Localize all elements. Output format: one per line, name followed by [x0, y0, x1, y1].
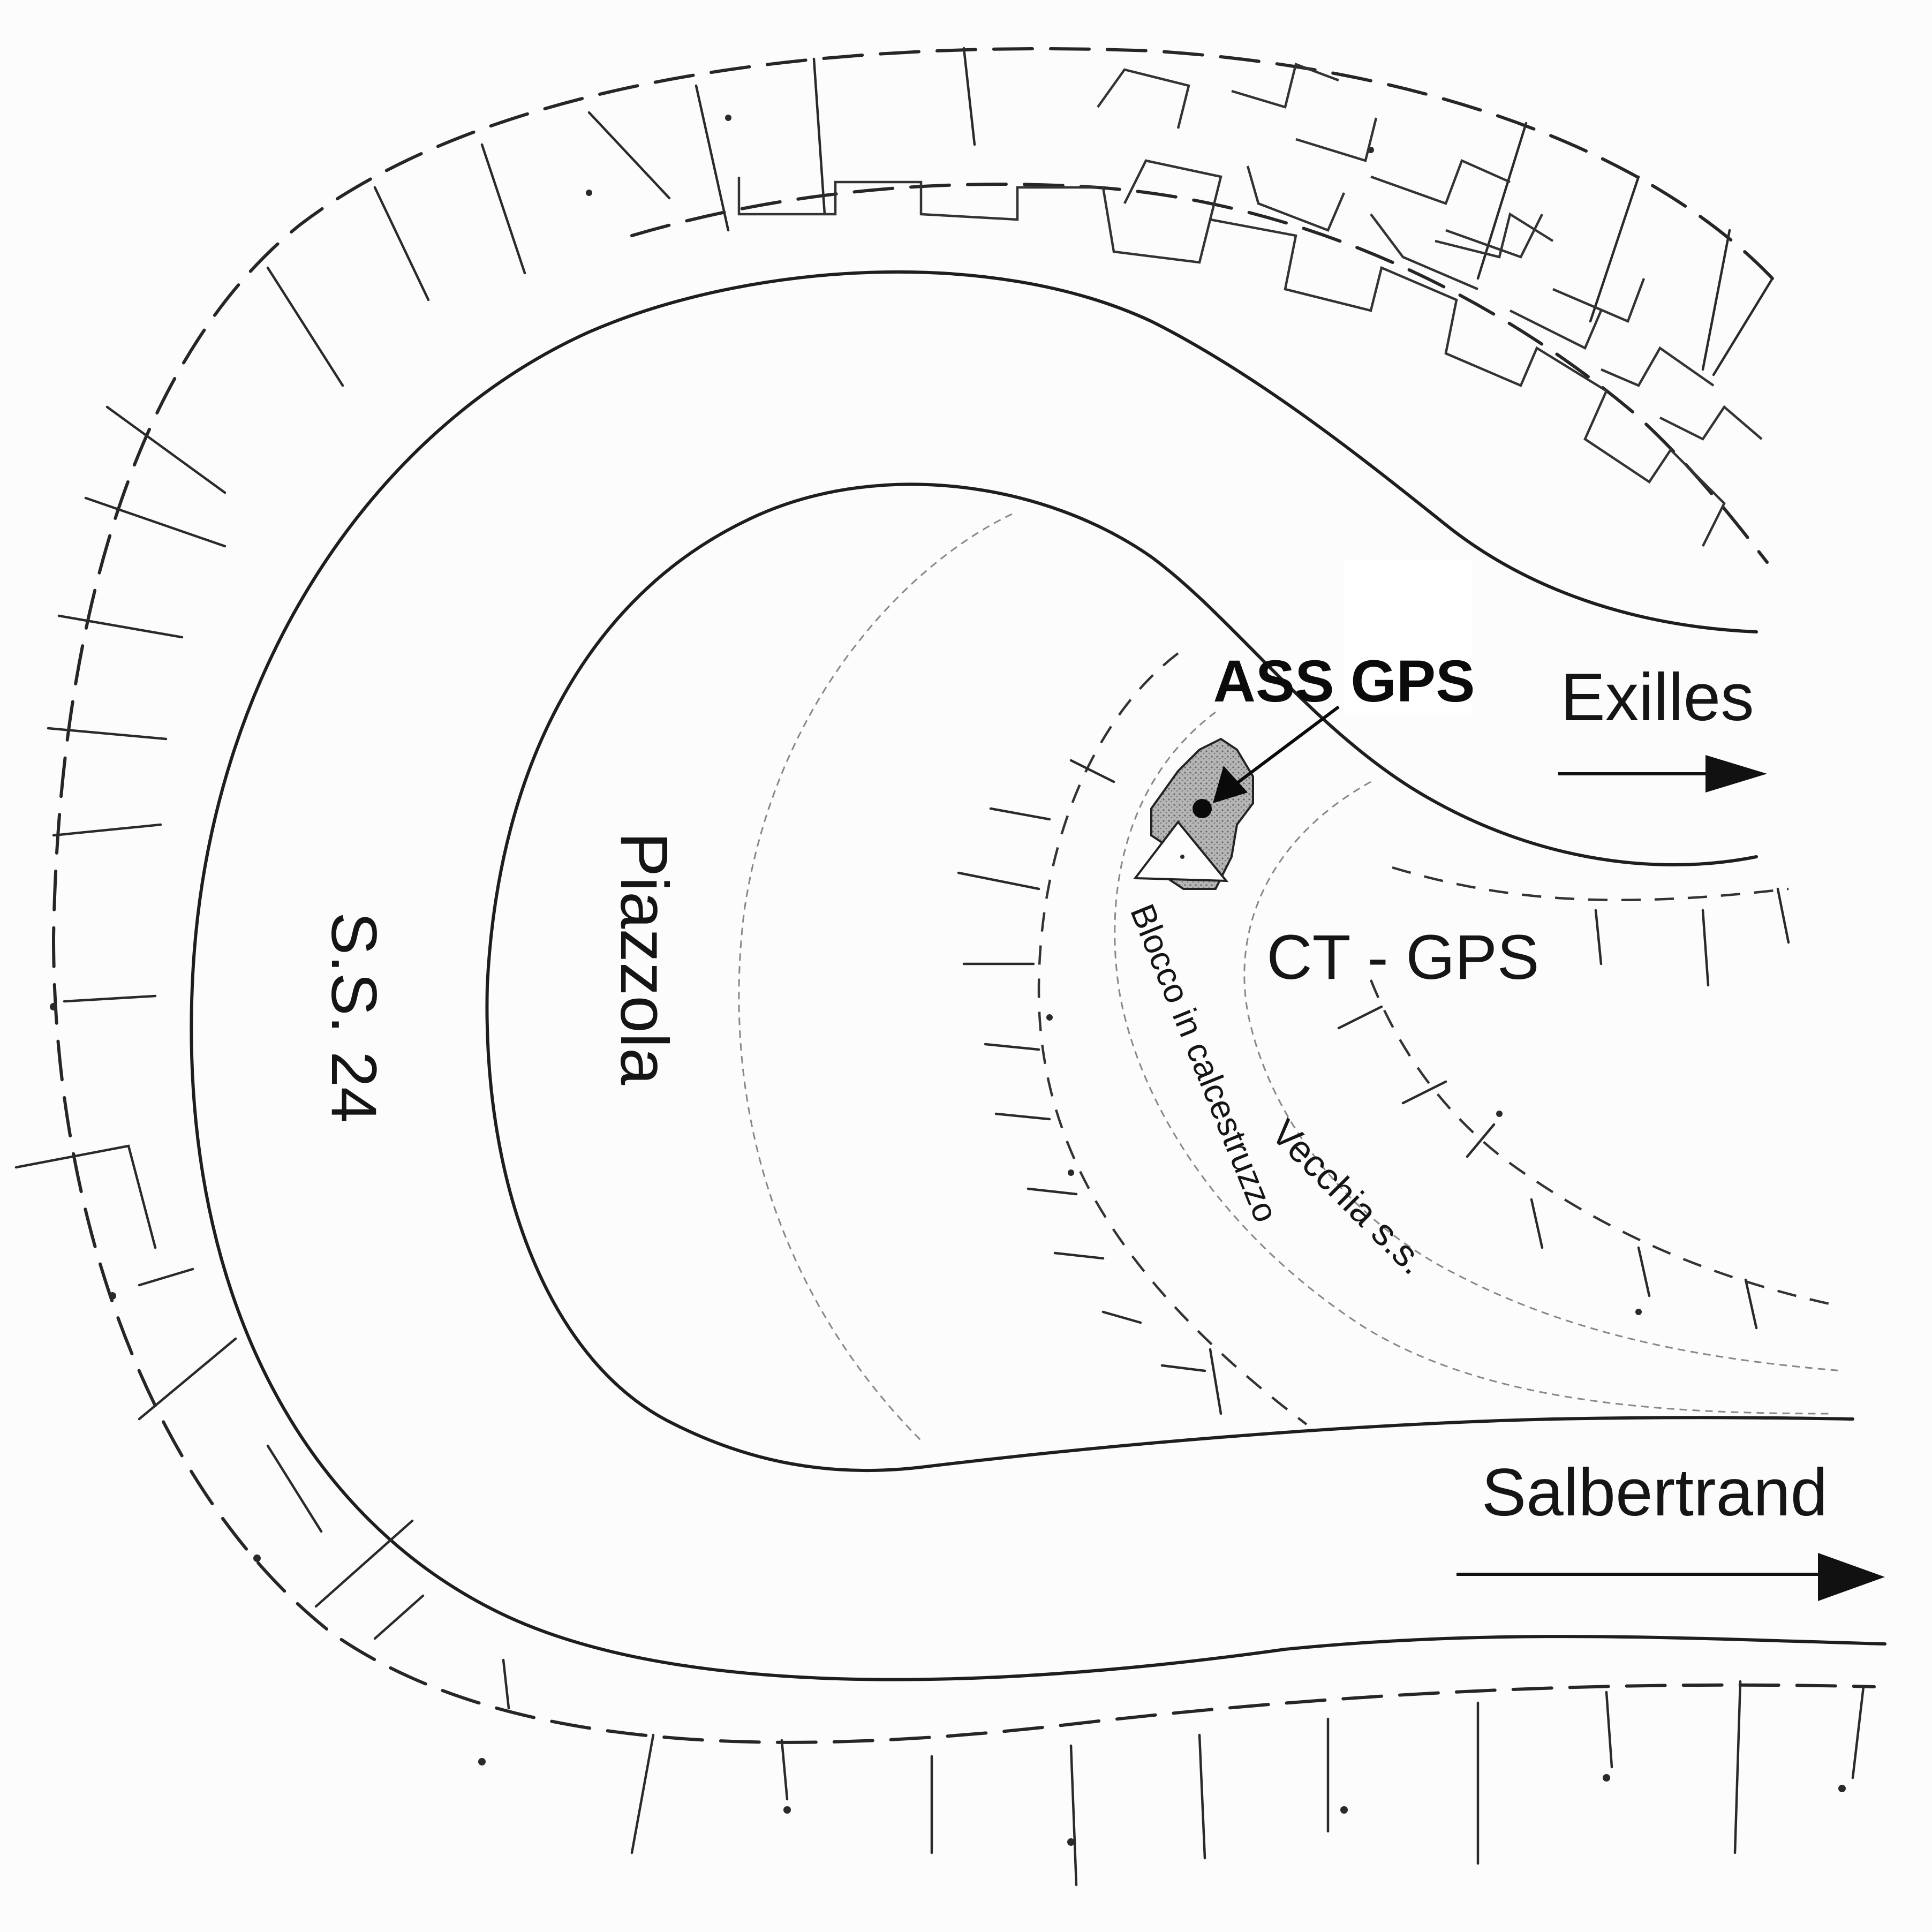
gps-ass-label: ASS GPS [1213, 648, 1475, 714]
outer-hachures [14, 47, 1865, 1886]
gps-pointer-line [1231, 705, 1340, 789]
old-road-line-1 [738, 513, 1013, 1442]
ct-triangle-icon [1133, 820, 1229, 882]
inner-hachures [957, 759, 1790, 1415]
gps-pointer-arrowhead-icon [1213, 766, 1248, 803]
edge-dots [50, 115, 1846, 1846]
road-outer-line [190, 270, 1886, 1681]
gps-ct-label: CT - GPS [1266, 922, 1539, 993]
arrow-right-icon-exilles [1558, 755, 1767, 793]
old-road-bank-edge [1369, 979, 1843, 1308]
main-road-label: S.S. 24 [318, 912, 390, 1123]
outer-road-edge [51, 47, 1876, 1744]
ct-point-dot [1180, 855, 1184, 859]
old-road-label: Vecchia s.s. [1263, 1111, 1434, 1282]
old-road-line-2 [1114, 711, 1832, 1415]
old-road-line-3 [1243, 781, 1843, 1372]
square-inner-line [485, 482, 1758, 1473]
upper-wall-edge [630, 183, 1769, 564]
town-salbertrand-label: Salbertrand [1482, 1455, 1828, 1530]
upper-right-bank-edge [1392, 866, 1789, 902]
wall-bricks [737, 63, 1763, 547]
square-lower-line [919, 1416, 1854, 1469]
gps-label-backdrop [1344, 560, 1473, 715]
arrow-right-icon-salbertrand [1456, 1553, 1885, 1601]
square-label: Piazzola [607, 832, 681, 1085]
town-exilles-label: Exilles [1560, 660, 1754, 735]
gps-point-icon [1193, 799, 1212, 818]
inner-bank-edge [1037, 652, 1308, 1425]
